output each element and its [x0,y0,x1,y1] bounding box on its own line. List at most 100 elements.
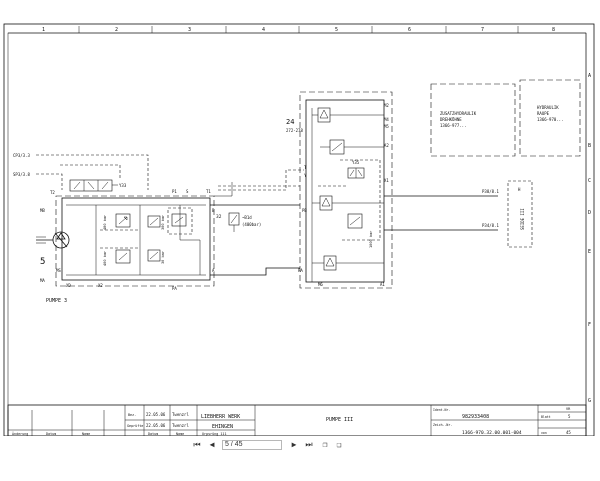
row2-date: 22.05.06 [146,423,166,428]
row2-name: Twenzrl [172,423,189,428]
port-s: S [186,189,189,194]
drawing-title: PUMPE III [326,417,353,423]
zusatz-line-3: 1366-977... [440,123,467,128]
company-line-1: LIEBHERR WERK [201,414,240,420]
port-h: H [518,187,521,192]
pump-inner-block [61,197,211,281]
port-mb: MB [40,208,45,213]
port-p34: P34/8.1 [482,223,499,228]
pressure-sensor-32: 32 ~B1d (400bar) [216,212,261,232]
port-m6: M6 [318,282,323,287]
first-page-icon: ⏮ [193,440,201,449]
row-letter-a: A [588,73,591,79]
port-pa-right: PA [298,268,303,273]
zeich-label: Zeich.-Nr. [433,423,452,427]
port-a2: A2 [384,143,389,148]
port-xd: XD [66,283,71,288]
port-m4: M4 [384,117,389,122]
reference-box-hydraulik-raupe: HYDRAULIK RAUPE 1366-970... [519,79,581,157]
pressure-label-300: 300 bar [161,214,165,230]
pump-name: PUMPE 3 [46,298,67,304]
zeich-value: 1366-970.32.00.001-004 [462,430,522,436]
hydr-line-2: RAUPE [537,111,550,116]
valve-label-y33: Y33 [119,183,127,188]
pump-number: 5 [40,257,45,267]
duplicate-icon: ❏ [336,440,342,449]
page-frame-outer [3,23,595,436]
port-a: A [212,268,215,273]
row2-label: Geprüfte [127,424,143,428]
pressure-label-1000: 1000 bar [369,230,373,248]
port-t1: T1 [206,189,211,194]
output-lines: P38/8.1 P34/8.1 H SEIDE III [384,180,533,248]
ident-value: 982933408 [462,414,489,420]
last-page-button[interactable]: ⏭ [304,440,314,450]
row1-name: Twenzrl [172,412,189,417]
hydr-line-3: 1366-970... [537,117,564,122]
valve-block-24: 24 272-278 T Y PB PA M2 M4 M5 A2 X1 M6 A… [286,91,393,289]
rev-header-name: Name [82,432,90,436]
logic-valve-2 [320,139,384,155]
date-header: Datum [148,432,158,436]
first-page-button[interactable]: ⏮ [192,440,202,450]
sheet-label: Blatt [541,415,551,419]
solenoid-label: Y35 [352,160,360,165]
pump-3-circuit: CP3/3.3 SP3/3.8 Y33 T2 P1 S T1 MB MA XD … [13,153,215,304]
row1-label: Bez. [128,413,136,417]
port-y: Y [304,173,307,178]
prev-page-button[interactable]: ◀ [207,440,217,450]
port-pa-left: PA [172,286,177,291]
col-number-2: 2 [115,27,118,33]
col-number-1: 1 [42,27,45,33]
side-box-label: SEIDE III [520,208,525,230]
port-pb: PB [302,208,307,213]
pressure-valve-1000: 1000 bar [347,213,373,248]
company-line-2: EHINGEN [212,424,233,430]
port-p38: P38/8.1 [482,189,499,194]
port-cp: CP3/3.3 [13,153,30,158]
page-number-input[interactable] [222,440,282,450]
col-number-5: 5 [335,27,338,33]
solenoid-valve-y35: Y35 [347,160,365,179]
pressure-label-480: 480 bar [103,214,107,230]
rev-label: VR [566,407,571,411]
port-m2: M2 [384,103,389,108]
port-b: B [212,208,215,213]
copy-button[interactable]: ❐ [320,440,330,450]
port-t: T [304,165,307,170]
rev-header-change: Änderung [12,431,28,436]
port-m5: M5 [384,124,389,129]
column-ruler: 1 2 3 4 5 6 7 8 [8,26,586,34]
sensor-range: (400bar) [242,222,261,227]
port-p1: P1 [172,189,177,194]
hydr-line-1: HYDRAULIK [537,105,559,110]
col-number-6: 6 [408,27,411,33]
col-number-4: 4 [262,27,265,33]
row-letter-b: B [588,143,591,149]
title-block: Änderung Datum Name Bez. 22.05.06 Twenzr… [7,404,587,436]
logic-valve-top [312,107,384,123]
port-ms: MS [56,268,61,273]
row1-date: 22.05.06 [146,412,166,417]
next-page-icon: ▶ [291,440,297,449]
last-page-icon: ⏭ [305,440,313,449]
side-connector-box [507,180,533,248]
page-frame-inner [7,32,587,436]
reference-box-zusatzhydraulik: ZUSATZHYDRAULIK DREHKÖHNE 1366-977... [430,83,516,157]
valve-block-enclosure [299,91,393,289]
zusatz-line-1: ZUSATZHYDRAULIK [440,111,477,116]
row-letter-c: C [588,178,591,184]
copy-icon: ❐ [322,440,328,449]
port-ma: MA [40,278,45,283]
next-page-button[interactable]: ▶ [289,440,299,450]
sheet-value: 5 [568,414,571,419]
valve-block-range: 272-278 [286,128,303,133]
hydraulic-schematic: 1 2 3 4 5 6 7 8 A B C D E F G CP3/3.3 SP… [3,23,595,436]
col-number-8: 8 [552,27,555,33]
pressure-label-400: 400 bar [103,250,107,266]
port-a1: A1 [380,282,385,287]
prev-page-icon: ◀ [209,440,215,449]
port-t2: T2 [50,190,55,195]
duplicate-button[interactable]: ❏ [334,440,344,450]
